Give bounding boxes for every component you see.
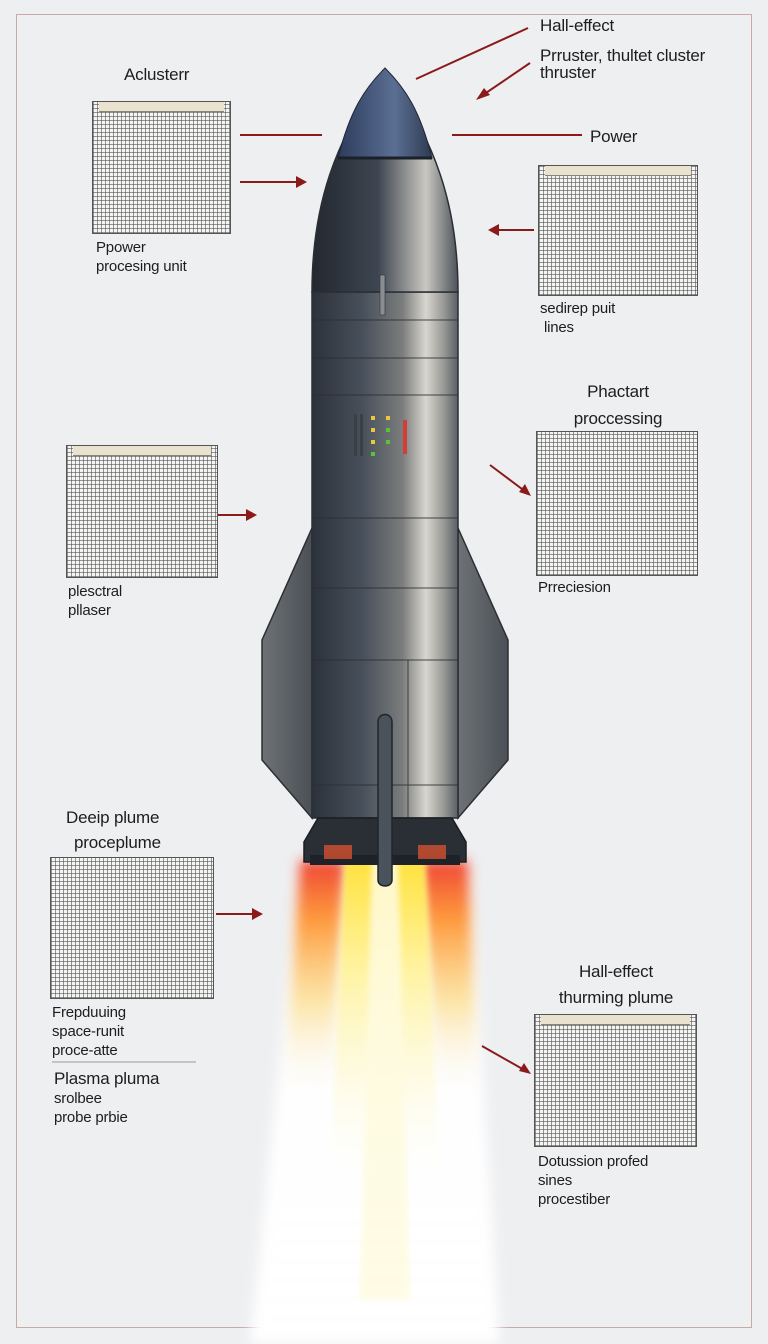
label-producing-space-unit: Frepduuing space-runit proce-atte xyxy=(52,1004,126,1059)
label-deep-plume: Deeip plume proceplume xyxy=(66,808,161,852)
panel-right-2 xyxy=(536,431,698,576)
panel-left-3 xyxy=(50,857,214,999)
label-acluster: Aclusterr xyxy=(124,65,190,84)
label-diffusion-profiled: Dotussion profed sines procestiber xyxy=(538,1153,649,1208)
label-phactart-processing: Phactart proccessing xyxy=(573,382,663,428)
label-power: Power xyxy=(590,127,638,146)
label-hall-effect-thurming-plume: Hall-effect thurming plume xyxy=(558,962,674,1007)
callout-arrows xyxy=(216,27,582,1074)
nose-tip xyxy=(337,67,433,159)
central-strut xyxy=(377,713,393,887)
left-fin xyxy=(261,527,313,821)
label-thruster-cluster: Prruster, thultet cluster thruster xyxy=(540,46,706,82)
label-spectral-laser: plesctral pllaser xyxy=(68,583,123,619)
label-power-processing-unit: Ppower procesing unit xyxy=(96,239,187,275)
label-precision: Prreciesion xyxy=(538,579,611,596)
indicator-panel xyxy=(354,414,407,456)
label-probe: srolbee probe prbie xyxy=(54,1090,128,1126)
label-plasma-plume: Plasma pluma xyxy=(54,1069,160,1088)
panel-right-3 xyxy=(534,1014,697,1147)
label-hall-effect-top: Hall-effect xyxy=(540,16,615,35)
right-fin xyxy=(457,527,509,821)
panel-right-1 xyxy=(538,165,698,296)
label-sedirep-lines: sedirep puit lines xyxy=(540,300,616,336)
panel-top-left xyxy=(92,101,231,234)
exhaust-plume xyxy=(250,855,500,1344)
panel-left-2 xyxy=(66,445,218,578)
